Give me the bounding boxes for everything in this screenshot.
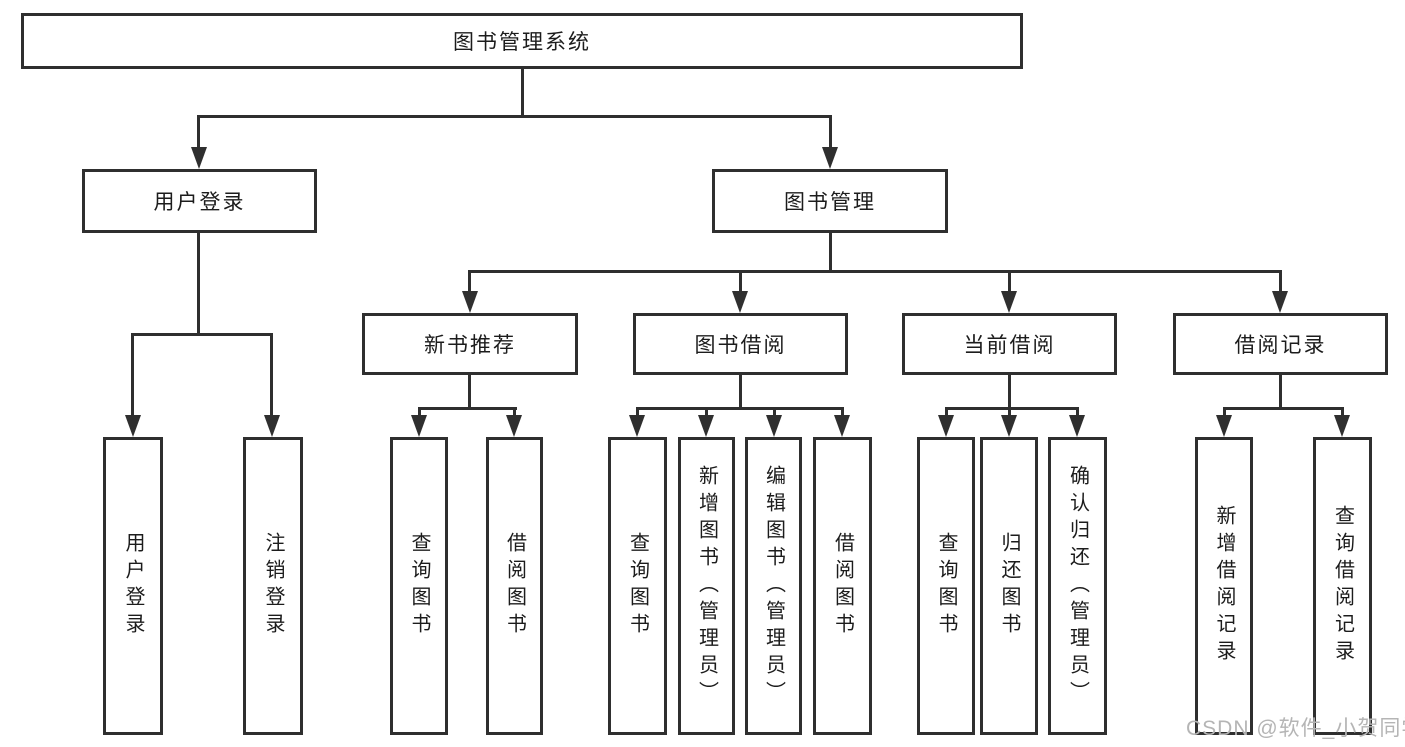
arrow-down-icon: [1001, 291, 1017, 313]
arrow-down-icon: [411, 415, 427, 437]
node-book-borrowing: 图书借阅: [633, 313, 848, 375]
node-label: 归还图书: [998, 532, 1020, 640]
arrow-down-icon: [264, 415, 280, 437]
leaf-add-borrow-record: 新增借阅记录: [1195, 437, 1253, 735]
connector-to-leaf: [270, 333, 273, 417]
connector-to-user-login: [197, 115, 200, 149]
connector-to-level3: [468, 270, 471, 293]
node-label: 当前借阅: [963, 334, 1056, 357]
leaf-add-books-admin: 新增图书（管理员）: [678, 437, 735, 735]
node-label: 用户登录: [122, 532, 144, 640]
connector-user-login-stem: [197, 233, 200, 336]
arrow-down-icon: [125, 415, 141, 437]
leaf-query-books-2: 查询图书: [608, 437, 667, 735]
node-label: 编辑图书（管理员）: [762, 464, 785, 708]
connector-to-leaf: [418, 407, 421, 419]
node-label: 图书管理: [784, 191, 876, 214]
leaf-borrow-books-2: 借阅图书: [813, 437, 872, 735]
arrow-down-icon: [1334, 415, 1350, 437]
connector-to-leaf: [513, 407, 516, 419]
connector-to-leaf: [1076, 407, 1079, 419]
leaf-edit-books-admin: 编辑图书（管理员）: [745, 437, 802, 735]
arrow-down-icon: [766, 415, 782, 437]
connector-user-login-rail: [131, 333, 273, 336]
leaf-query-books-1: 查询图书: [390, 437, 448, 735]
node-label: 注销登录: [262, 532, 284, 640]
connector-borrow-records-rail: [1223, 407, 1344, 410]
node-borrowing-records: 借阅记录: [1173, 313, 1388, 375]
connector-new-book-rec-rail: [418, 407, 517, 410]
connector-to-leaf: [1008, 407, 1011, 419]
arrow-down-icon: [938, 415, 954, 437]
connector-to-leaf: [1341, 407, 1344, 419]
connector-root-stem: [521, 69, 524, 118]
connector-to-leaf: [1223, 407, 1226, 419]
node-label: 借阅图书: [831, 532, 854, 640]
connector-to-level3: [739, 270, 742, 293]
leaf-return-books: 归还图书: [980, 437, 1038, 735]
connector-to-book-mgmt: [829, 115, 832, 149]
connector-book-borrow-rail: [636, 407, 844, 410]
node-label: 查询图书: [626, 532, 649, 640]
node-label: 用户登录: [153, 191, 246, 214]
arrow-down-icon: [191, 147, 207, 169]
node-book-management: 图书管理: [712, 169, 948, 233]
node-label: 借阅图书: [503, 532, 526, 640]
arrow-down-icon: [1272, 291, 1288, 313]
node-label: 图书管理系统: [453, 31, 591, 54]
node-label: 借阅记录: [1234, 334, 1327, 357]
csdn-watermark: CSDN @软件_小贺同学: [1186, 717, 1405, 740]
node-label: 确认归还（管理员）: [1066, 464, 1089, 708]
connector-root-rail: [197, 115, 832, 118]
node-user-login: 用户登录: [82, 169, 317, 233]
node-current-borrowing: 当前借阅: [902, 313, 1117, 375]
arrow-down-icon: [1069, 415, 1085, 437]
node-label: 新书推荐: [424, 334, 516, 357]
arrow-down-icon: [1216, 415, 1232, 437]
connector-current-borrow-stem: [1008, 375, 1011, 410]
node-label: 新增借阅记录: [1213, 505, 1235, 667]
node-label: 查询借阅记录: [1331, 505, 1354, 667]
connector-to-leaf: [131, 333, 134, 417]
arrow-down-icon: [822, 147, 838, 169]
connector-to-leaf: [945, 407, 948, 419]
arrow-down-icon: [462, 291, 478, 313]
node-new-book-recommend: 新书推荐: [362, 313, 578, 375]
node-library-management-system: 图书管理系统: [21, 13, 1023, 69]
arrow-down-icon: [506, 415, 522, 437]
connector-book-mgmt-rail: [468, 270, 1282, 273]
node-label: 查询图书: [408, 532, 430, 640]
node-label: 图书借阅: [694, 334, 787, 357]
connector-to-level3: [1008, 270, 1011, 293]
connector-borrow-records-stem: [1279, 375, 1282, 410]
leaf-confirm-return-admin: 确认归还（管理员）: [1048, 437, 1107, 735]
leaf-query-books-3: 查询图书: [917, 437, 975, 735]
arrow-down-icon: [698, 415, 714, 437]
connector-new-book-rec-stem: [468, 375, 471, 410]
node-label: 查询图书: [935, 532, 957, 640]
connector-to-leaf: [773, 407, 776, 419]
arrow-down-icon: [1001, 415, 1017, 437]
arrow-down-icon: [629, 415, 645, 437]
connector-current-borrow-rail: [945, 407, 1079, 410]
connector-to-level3: [1279, 270, 1282, 293]
node-label: 新增图书（管理员）: [695, 464, 718, 708]
leaf-borrow-books-1: 借阅图书: [486, 437, 543, 735]
leaf-query-borrow-record: 查询借阅记录: [1313, 437, 1372, 735]
connector-book-mgmt-stem: [829, 233, 832, 273]
connector-to-leaf: [841, 407, 844, 419]
connector-to-leaf: [636, 407, 639, 419]
leaf-user-login: 用户登录: [103, 437, 163, 735]
connector-to-leaf: [705, 407, 708, 419]
arrow-down-icon: [732, 291, 748, 313]
leaf-logout: 注销登录: [243, 437, 303, 735]
connector-book-borrow-stem: [739, 375, 742, 410]
arrow-down-icon: [834, 415, 850, 437]
